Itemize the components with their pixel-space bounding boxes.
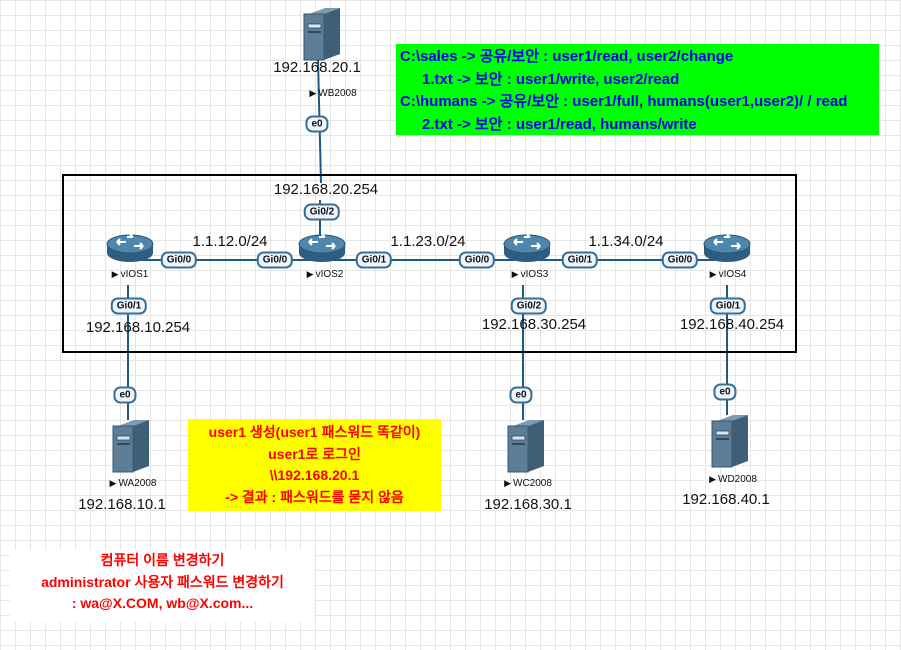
ip-label-wd: 192.168.40.1 [682, 491, 770, 508]
server-icon[interactable] [507, 419, 545, 473]
network-label-23: 1.1.23.0/24 [390, 233, 466, 250]
tasks-note: 컴퓨터 이름 변경하기 administrator 사용자 패스워드 변경하기 … [10, 550, 315, 622]
login-test-note: user1 생성(user1 패스워드 똑같이) user1로 로그인 \\19… [188, 419, 441, 511]
server-icon[interactable] [112, 419, 150, 473]
port-vios2-gi0-2[interactable]: Gi0/2 [303, 203, 341, 221]
port-vios2-gi0-0[interactable]: Gi0/0 [256, 251, 294, 269]
ip-label-vios4: 192.168.40.254 [679, 316, 785, 333]
port-vios3-gi0-1[interactable]: Gi0/1 [561, 251, 599, 269]
note-line: C:\sales -> 공유/보안 : user1/read, user2/ch… [400, 48, 734, 65]
note-line: administrator 사용자 패스워드 변경하기 [41, 573, 284, 590]
ip-label-vios1: 192.168.10.254 [85, 319, 191, 336]
device-label-wc2008[interactable]: ▶WC2008 [504, 478, 552, 489]
port-wd-e0[interactable]: e0 [713, 383, 737, 401]
router-icon[interactable] [106, 233, 154, 263]
ip-label-wc: 192.168.30.1 [484, 496, 572, 513]
port-wb-e0[interactable]: e0 [305, 115, 329, 133]
device-label-wa2008[interactable]: ▶WA2008 [109, 478, 157, 489]
port-vios4-gi0-1[interactable]: Gi0/1 [709, 297, 747, 315]
port-vios2-gi0-1[interactable]: Gi0/1 [355, 251, 393, 269]
port-wa-e0[interactable]: e0 [113, 386, 137, 404]
device-label-wd2008[interactable]: ▶WD2008 [709, 474, 757, 485]
ip-label-wb: 192.168.20.1 [273, 59, 361, 76]
note-line: C:\humans -> 공유/보안 : user1/full, humans(… [400, 93, 848, 110]
device-label-vios4[interactable]: ▶vIOS4 [709, 269, 747, 280]
share-permissions-note: C:\sales -> 공유/보안 : user1/read, user2/ch… [396, 44, 879, 135]
device-label-vios2[interactable]: ▶vIOS2 [306, 269, 344, 280]
network-label-34: 1.1.34.0/24 [588, 233, 664, 250]
note-line: user1로 로그인 [268, 445, 361, 462]
note-line: user1 생성(user1 패스워드 똑같이) [208, 424, 421, 440]
port-wc-e0[interactable]: e0 [509, 386, 533, 404]
router-icon[interactable] [703, 233, 751, 263]
device-label-vios1[interactable]: ▶vIOS1 [111, 269, 149, 280]
port-vios3-gi0-0[interactable]: Gi0/0 [458, 251, 496, 269]
ip-label-wa: 192.168.10.1 [78, 496, 166, 513]
note-line: \\192.168.20.1 [269, 467, 360, 483]
server-icon[interactable] [711, 414, 749, 468]
router-icon[interactable] [503, 233, 551, 263]
note-line: 컴퓨터 이름 변경하기 [100, 552, 225, 568]
router-icon[interactable] [298, 233, 346, 263]
port-vios1-gi0-0[interactable]: Gi0/0 [160, 251, 198, 269]
device-label-wb2008[interactable]: ▶WB2008 [309, 88, 357, 99]
ip-label-vios3: 192.168.30.254 [481, 316, 587, 333]
ip-label-vios2: 192.168.20.254 [273, 181, 379, 198]
server-icon[interactable] [303, 7, 341, 61]
port-vios3-gi0-2[interactable]: Gi0/2 [510, 297, 548, 315]
note-line: : wa@X.COM, wb@X.com... [71, 595, 254, 611]
note-line: -> 결과 : 패스워드를 묻지 않음 [225, 488, 404, 505]
port-vios1-gi0-1[interactable]: Gi0/1 [110, 297, 148, 315]
device-label-vios3[interactable]: ▶vIOS3 [511, 269, 549, 280]
core-network-box [62, 174, 797, 353]
port-vios4-gi0-0[interactable]: Gi0/0 [661, 251, 699, 269]
note-line: 1.txt -> 보안 : user1/write, user2/read [422, 70, 680, 88]
note-line: 2.txt -> 보안 : user1/read, humans/write [422, 115, 697, 133]
network-label-12: 1.1.12.0/24 [192, 233, 268, 250]
